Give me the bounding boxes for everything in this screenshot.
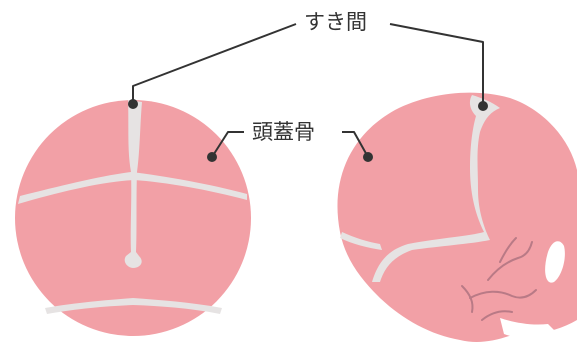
skull-side-view [337, 93, 577, 342]
skull-side-bone [337, 93, 577, 342]
leader-gap-right [390, 24, 483, 104]
skull-bone-label: 頭蓋骨 [248, 120, 319, 144]
gap-label: すき間 [300, 10, 371, 34]
gap-dot-top [128, 99, 138, 109]
gap-dot-side [478, 101, 488, 111]
skull-top-view [15, 100, 251, 336]
leader-gap-left [133, 24, 296, 104]
